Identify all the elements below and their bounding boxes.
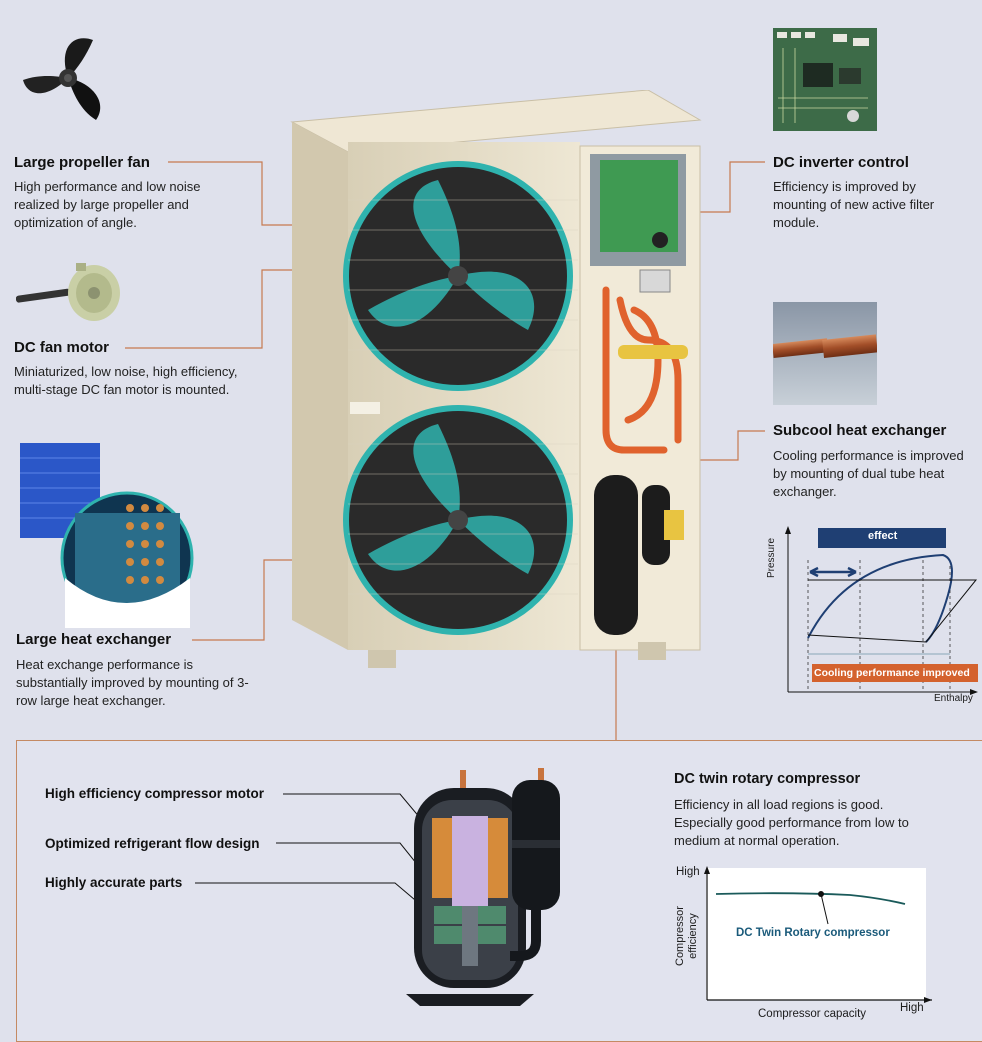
callout-flow-design: Optimized refrigerant flow design [45,836,260,851]
propeller-fan-desc: High performance and low noise realized … [14,179,201,230]
eff-y-label: Compressor efficiency [674,906,700,966]
fan-motor-icon [16,258,121,333]
cooling-improved-label: Cooling performance improved [814,667,970,679]
inverter-title: DC inverter control [773,154,909,171]
outdoor-unit-illustration [288,90,708,680]
propeller-fan-title: Large propeller fan [14,154,150,171]
heat-exchanger-icon [15,438,200,628]
dual-tube-icon [773,302,877,405]
enthalpy-axis-label: Enthalpy [934,693,973,704]
callout-motor: High efficiency compressor motor [45,786,265,801]
eff-series-label: DC Twin Rotary compressor [736,927,890,939]
eff-y-label-line2: efficiency [687,913,699,959]
efficiency-chart-axes [704,866,932,1003]
fan-motor-title: DC fan motor [14,339,109,356]
heat-exchanger-desc: Heat exchange performance is substantial… [16,657,249,708]
fan-motor-desc: Miniaturized, low noise, high efficiency… [14,364,238,397]
inverter-desc: Efficiency is improved by mounting of ne… [773,179,935,230]
subcool-title: Subcool heat exchanger [773,422,947,439]
compressor-desc: Efficiency in all load regions is good. … [674,797,909,848]
effect-label: effect [868,530,898,542]
ph-diagram [768,520,980,705]
eff-y-label-line1: Compressor [674,906,686,966]
eff-x-label: Compressor capacity [758,1008,867,1020]
propeller-fan-icon [18,28,118,128]
heat-exchanger-title: Large heat exchanger [16,631,172,648]
eff-x-high: High [900,1002,924,1014]
compressor-title: DC twin rotary compressor [674,771,861,787]
circuit-board-icon [773,28,877,131]
callout-accurate-parts: Highly accurate parts [45,875,183,890]
eff-y-high: High [676,866,700,878]
pressure-axis-label: Pressure [766,537,777,578]
subcool-desc: Cooling performance is improved by mount… [773,448,964,499]
rotary-compressor-illustration [400,766,580,1016]
efficiency-chart-plot [706,868,926,1000]
